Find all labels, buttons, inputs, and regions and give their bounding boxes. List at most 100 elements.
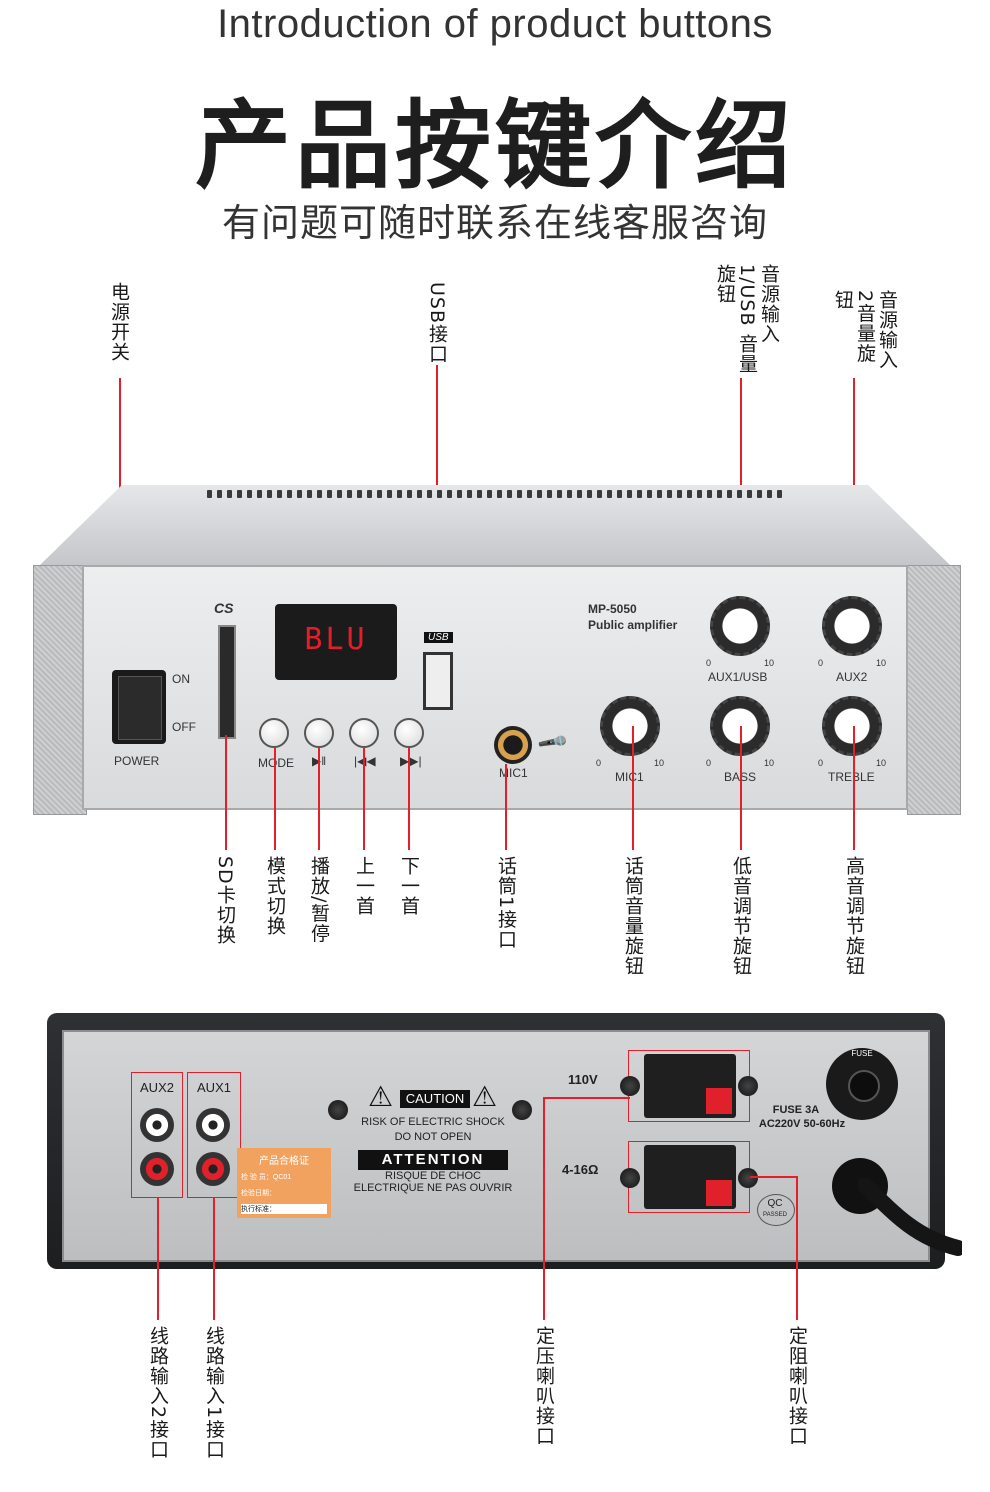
treble-scale-max: 10 <box>876 758 887 768</box>
vent-slot <box>367 490 372 498</box>
aux1-left-jack[interactable] <box>196 1108 230 1142</box>
vent-slot <box>707 490 712 498</box>
callout-line-mode <box>274 748 276 850</box>
vent-slot <box>757 490 762 498</box>
aux1-usb-volume-knob[interactable] <box>710 596 770 656</box>
label-mode-switch: 模式切换 <box>264 856 286 936</box>
callout-line-prev <box>363 748 365 850</box>
callout-line-line2 <box>157 1198 159 1320</box>
power-label: POWER <box>114 754 160 768</box>
label-mic1-jack: 话筒1接口 <box>495 856 517 950</box>
mode-label: MODE <box>258 756 294 770</box>
treble-scale-min: 0 <box>818 758 824 768</box>
callout-line-const-r <box>796 1176 798 1320</box>
aux1-right-jack[interactable] <box>196 1152 230 1186</box>
fuse-rating: FUSE 3A <box>772 1104 820 1116</box>
display-text: BLU <box>304 622 368 657</box>
treble-knob-label: TREBLE <box>828 770 875 784</box>
callout-line-line1 <box>213 1198 215 1320</box>
screw-right <box>512 1100 532 1120</box>
aux2-rear-label: AUX2 <box>140 1080 174 1095</box>
vent-slot <box>517 490 522 498</box>
fuse-cap[interactable] <box>848 1070 880 1102</box>
mode-button[interactable] <box>259 718 289 748</box>
aux2-volume-knob[interactable] <box>822 596 882 656</box>
terminal-screw-4 <box>738 1168 758 1188</box>
vent-slot <box>747 490 752 498</box>
model-description: Public amplifier <box>588 618 678 632</box>
aux1-highlight-box <box>187 1072 241 1198</box>
mic1-jack[interactable] <box>494 726 532 764</box>
treble-knob[interactable] <box>822 696 882 756</box>
previous-button[interactable] <box>349 718 379 748</box>
vent-slot <box>287 490 292 498</box>
label-constant-resistance-speaker: 定阻喇叭接口 <box>786 1326 808 1446</box>
mic1-scale-max: 10 <box>654 758 665 768</box>
power-rocker[interactable] <box>118 676 162 740</box>
label-previous: 上一首 <box>353 856 375 916</box>
vent-slot <box>557 490 562 498</box>
vent-slot <box>407 490 412 498</box>
vent-slot <box>207 490 212 498</box>
usb-port[interactable] <box>423 652 453 710</box>
label-constant-voltage-speaker: 定压喇叭接口 <box>533 1326 555 1446</box>
mic1-knob-label: MIC1 <box>615 770 644 784</box>
off-label: OFF <box>172 720 196 734</box>
vent-slot <box>647 490 652 498</box>
vent-slot <box>597 490 602 498</box>
amplifier-top-cover <box>40 485 950 565</box>
vent-slot <box>337 490 342 498</box>
vent-slot <box>397 490 402 498</box>
vent-slot <box>277 490 282 498</box>
aux1-rear-label: AUX1 <box>197 1080 231 1095</box>
label-power-switch: 电源开关 <box>108 282 130 362</box>
vent-slot <box>767 490 772 498</box>
vent-slot <box>257 490 262 498</box>
vent-slot <box>727 490 732 498</box>
play-pause-button[interactable] <box>304 718 334 748</box>
vent-slot <box>567 490 572 498</box>
mic1-volume-knob[interactable] <box>600 696 660 756</box>
aux2-highlight-box <box>131 1072 183 1198</box>
aux2-right-jack[interactable] <box>140 1152 174 1186</box>
ohm-red-clip[interactable] <box>706 1180 732 1206</box>
vent-slot <box>377 490 382 498</box>
label-mic-volume: 话筒音量旋钮 <box>622 856 644 976</box>
title-english: Introduction of product buttons <box>217 2 773 46</box>
vent-slot <box>317 490 322 498</box>
label-line-in-1: 线路输入1接口 <box>203 1326 225 1460</box>
brand-logo: CS <box>214 600 234 616</box>
aux2-left-jack[interactable] <box>140 1108 174 1142</box>
vent-slot <box>577 490 582 498</box>
usb-tag: USB <box>424 632 453 643</box>
model-number: MP-5050 <box>588 602 637 616</box>
front-panel <box>82 565 908 810</box>
next-icon: ▶▶| <box>400 754 422 768</box>
callout-hline-const-r <box>750 1176 797 1178</box>
aux2-scale-min: 0 <box>818 658 824 668</box>
title-chinese: 产品按键介绍 <box>195 90 795 202</box>
vent-slot <box>437 490 442 498</box>
screw-left <box>328 1100 348 1120</box>
vent-slot <box>457 490 462 498</box>
power-cord <box>858 1178 962 1256</box>
vent-slot <box>507 490 512 498</box>
vent-slot <box>617 490 622 498</box>
vent-slot <box>717 490 722 498</box>
qc-label: QC <box>767 1198 783 1209</box>
vent-slot <box>297 490 302 498</box>
vent-slot <box>537 490 542 498</box>
risk-text-1: RISK OF ELECTRIC SHOCK <box>361 1116 505 1128</box>
vent-slot <box>497 490 502 498</box>
led-display <box>275 604 397 680</box>
vent-slot <box>307 490 312 498</box>
next-button[interactable] <box>394 718 424 748</box>
110v-red-clip[interactable] <box>706 1088 732 1114</box>
sd-card-slot[interactable] <box>218 625 236 739</box>
vent-slot <box>477 490 482 498</box>
vent-slot <box>427 490 432 498</box>
vent-slot <box>487 490 492 498</box>
vent-slot <box>667 490 672 498</box>
qc-stamp <box>757 1194 795 1226</box>
label-play-pause: 播放/暂停 <box>308 856 330 944</box>
